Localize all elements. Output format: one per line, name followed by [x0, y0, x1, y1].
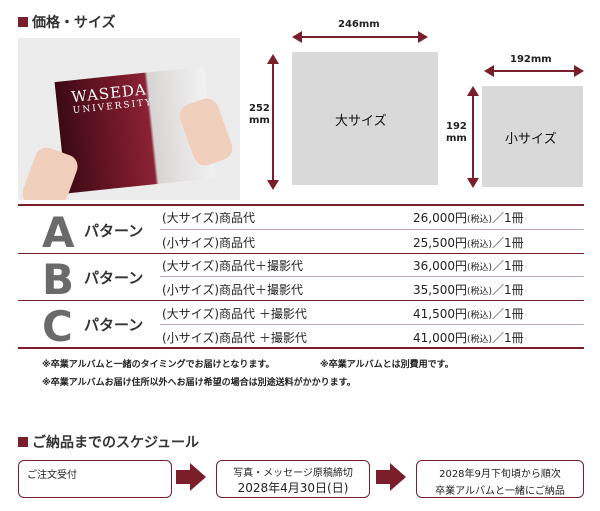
- pattern-c-row2-label: (小サイズ)商品代 ＋撮影代: [162, 331, 307, 345]
- pattern-c-name: パターン: [84, 316, 144, 334]
- arrow-down-icon: [467, 178, 479, 188]
- section-marker-icon: [18, 17, 28, 27]
- product-photo: WASEDA UNIVERSITY: [18, 38, 240, 200]
- pattern-a-row1-price: 26,000円(税込)／1冊: [413, 211, 524, 225]
- arrow-down-icon: [267, 180, 279, 190]
- pattern-a-letter: A: [42, 208, 75, 257]
- pattern-a-row1-label: (大サイズ)商品代: [162, 211, 256, 225]
- note-timing: ※卒業アルバムと一緒のタイミングでお届けとなります。: [42, 360, 275, 370]
- arrow-up-icon: [467, 86, 479, 96]
- section-marker-icon: [18, 437, 28, 447]
- pattern-divider: [18, 253, 584, 254]
- schedule-deadline-date: 2028年4月30日(日): [237, 481, 349, 495]
- pattern-divider: [18, 300, 584, 301]
- schedule-step-order-text: ご注文受付: [27, 470, 77, 481]
- arrow-left-icon: [292, 31, 302, 43]
- pattern-c-row1-label: (大サイズ)商品代 ＋撮影代: [162, 307, 307, 321]
- arrow-right-icon: [418, 31, 428, 43]
- pattern-c-row1-price: 41,500円(税込)／1冊: [413, 307, 524, 321]
- table-bottom-rule: [18, 347, 584, 349]
- large-width-line: [296, 36, 420, 38]
- pattern-a-name: パターン: [84, 222, 144, 240]
- large-width-label: 246mm: [338, 19, 380, 30]
- pattern-b-letter: B: [42, 255, 75, 304]
- small-size-box: [482, 86, 583, 187]
- pattern-b-row1-price: 36,000円(税込)／1冊: [413, 259, 524, 273]
- note-separate-fee: ※卒業アルバムとは別費用です。: [320, 360, 454, 370]
- pattern-c-row2-price: 41,000円(税込)／1冊: [413, 331, 524, 345]
- row-divider: [160, 229, 584, 230]
- small-height-line: [472, 90, 474, 182]
- section-title-schedule: ご納品までのスケジュール: [18, 432, 199, 452]
- schedule-step-delivery: 2028年9月下旬頃から順次 卒業アルバムと一緒にご納品: [416, 460, 584, 498]
- arrow-up-icon: [267, 54, 279, 64]
- arrow-left-icon: [484, 65, 494, 77]
- flow-arrow-icon: [390, 463, 406, 491]
- flow-arrow-icon: [190, 463, 206, 491]
- arrow-right-icon: [574, 65, 584, 77]
- schedule-step-deadline-text: 写真・メッセージ原稿締切: [233, 468, 353, 479]
- flow-arrow-shaft: [376, 470, 390, 484]
- schedule-step-order: ご注文受付: [18, 460, 172, 498]
- pattern-a-row2-label: (小サイズ)商品代: [162, 236, 256, 250]
- pattern-b-row1-label: (大サイズ)商品代＋撮影代: [162, 259, 304, 273]
- table-top-rule: [18, 204, 584, 206]
- schedule-step-deadline: 写真・メッセージ原稿締切 2028年4月30日(日): [216, 460, 370, 498]
- note-shipping: ※卒業アルバムお届け住所以外へお届け希望の場合は別途送料がかかります。: [42, 378, 356, 388]
- pattern-b-row2-label: (小サイズ)商品代＋撮影代: [162, 283, 304, 297]
- small-width-line: [490, 70, 576, 72]
- section-title-price-size: 価格・サイズ: [18, 12, 116, 32]
- pattern-b-name: パターン: [84, 269, 144, 287]
- schedule-step-delivery-line2: 卒業アルバムと一緒にご納品: [435, 486, 565, 497]
- row-divider: [160, 276, 584, 277]
- pattern-b-row2-price: 35,500円(税込)／1冊: [413, 283, 524, 297]
- pattern-c-letter: C: [42, 302, 73, 351]
- row-divider: [160, 324, 584, 325]
- flow-arrow-shaft: [176, 470, 190, 484]
- large-size-name: 大サイズ: [335, 114, 387, 129]
- schedule-step-delivery-line1: 2028年9月下旬頃から順次: [439, 469, 561, 480]
- small-size-name: 小サイズ: [505, 132, 557, 147]
- small-width-label: 192mm: [510, 54, 552, 65]
- pattern-a-row2-price: 25,500円(税込)／1冊: [413, 236, 524, 250]
- large-height-line: [272, 58, 274, 182]
- large-size-box: [292, 52, 438, 185]
